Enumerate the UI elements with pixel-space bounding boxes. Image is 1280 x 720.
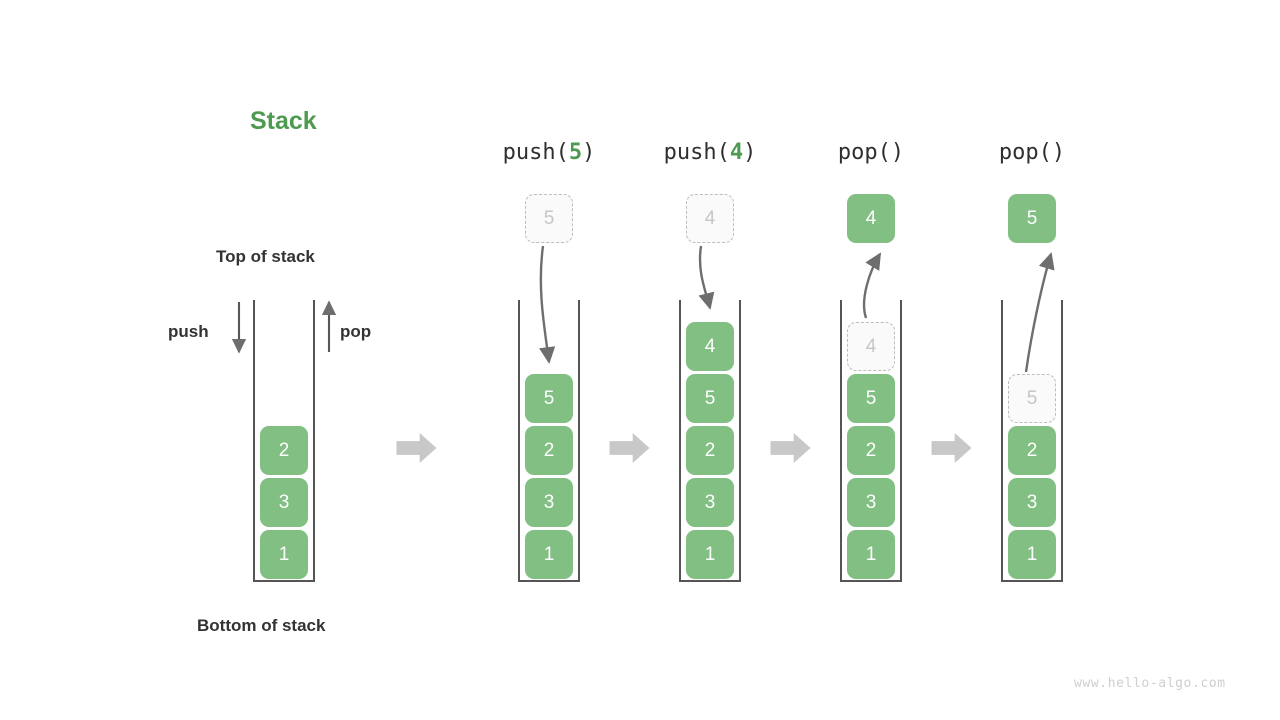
pop-label: pop xyxy=(340,322,372,341)
stack-cell: 2 xyxy=(1008,426,1056,475)
transition-arrow xyxy=(609,433,650,463)
stack-cell: 5 xyxy=(686,374,734,423)
stack-cell: 1 xyxy=(1008,530,1056,579)
container-wall-left xyxy=(518,300,520,582)
container-floor xyxy=(518,580,580,582)
container-wall-right xyxy=(739,300,741,582)
floating-cell-push-5: 5 xyxy=(525,194,573,243)
motion-arrow-push-4 xyxy=(698,245,715,310)
stack-cell: 4 xyxy=(686,322,734,371)
transition-arrow xyxy=(931,433,972,463)
operation-label-push-5: push(5) xyxy=(459,140,639,165)
container-floor xyxy=(253,580,315,582)
stack-cell: 4 xyxy=(847,322,895,371)
transition-arrow xyxy=(396,433,437,463)
operation-label-pop-4: pop() xyxy=(781,140,961,165)
stack-container-push-5 xyxy=(518,300,580,582)
stack-container-initial xyxy=(253,300,315,582)
stack-cell: 3 xyxy=(260,478,308,527)
top-of-stack-label: Top of stack xyxy=(216,247,315,266)
container-floor xyxy=(840,580,902,582)
stack-cell: 2 xyxy=(525,426,573,475)
op-suffix: ) xyxy=(1051,140,1066,165)
watermark: www.hello-algo.com xyxy=(1074,676,1226,691)
floating-cell-pop-5: 5 xyxy=(1008,194,1056,243)
page-title: Stack xyxy=(250,107,317,135)
op-suffix: ) xyxy=(890,140,905,165)
stack-cell: 1 xyxy=(525,530,573,579)
stack-cell: 5 xyxy=(847,374,895,423)
stack-cell: 2 xyxy=(260,426,308,475)
stack-cell: 1 xyxy=(260,530,308,579)
stack-cell: 3 xyxy=(525,478,573,527)
stack-cell: 3 xyxy=(1008,478,1056,527)
stack-cell: 1 xyxy=(847,530,895,579)
container-wall-left xyxy=(1001,300,1003,582)
floating-cell-pop-4: 4 xyxy=(847,194,895,243)
op-prefix: push( xyxy=(502,140,569,165)
operation-label-pop-5: pop() xyxy=(942,140,1122,165)
stack-cell: 3 xyxy=(847,478,895,527)
op-argument: 4 xyxy=(729,140,744,165)
stack-container-pop-5 xyxy=(1001,300,1063,582)
container-wall-left xyxy=(679,300,681,582)
container-floor xyxy=(1001,580,1063,582)
container-wall-right xyxy=(313,300,315,582)
container-wall-left xyxy=(253,300,255,582)
container-wall-right xyxy=(900,300,902,582)
stack-cell: 3 xyxy=(686,478,734,527)
stack-container-pop-4 xyxy=(840,300,902,582)
stack-cell: 2 xyxy=(847,426,895,475)
container-wall-right xyxy=(578,300,580,582)
operation-label-push-4: push(4) xyxy=(620,140,800,165)
op-suffix: ) xyxy=(743,140,757,165)
stack-cell: 5 xyxy=(1008,374,1056,423)
op-prefix: pop( xyxy=(998,140,1052,165)
push-label: push xyxy=(168,322,209,341)
op-suffix: ) xyxy=(582,140,596,165)
op-prefix: pop( xyxy=(837,140,891,165)
bottom-of-stack-label: Bottom of stack xyxy=(197,616,326,635)
stack-container-push-4 xyxy=(679,300,741,582)
container-wall-right xyxy=(1061,300,1063,582)
op-prefix: push( xyxy=(663,140,730,165)
container-floor xyxy=(679,580,741,582)
stack-cell: 2 xyxy=(686,426,734,475)
stack-cell: 1 xyxy=(686,530,734,579)
floating-cell-push-4: 4 xyxy=(686,194,734,243)
container-wall-left xyxy=(840,300,842,582)
transition-arrow xyxy=(770,433,811,463)
op-argument: 5 xyxy=(568,140,583,165)
stack-cell: 5 xyxy=(525,374,573,423)
